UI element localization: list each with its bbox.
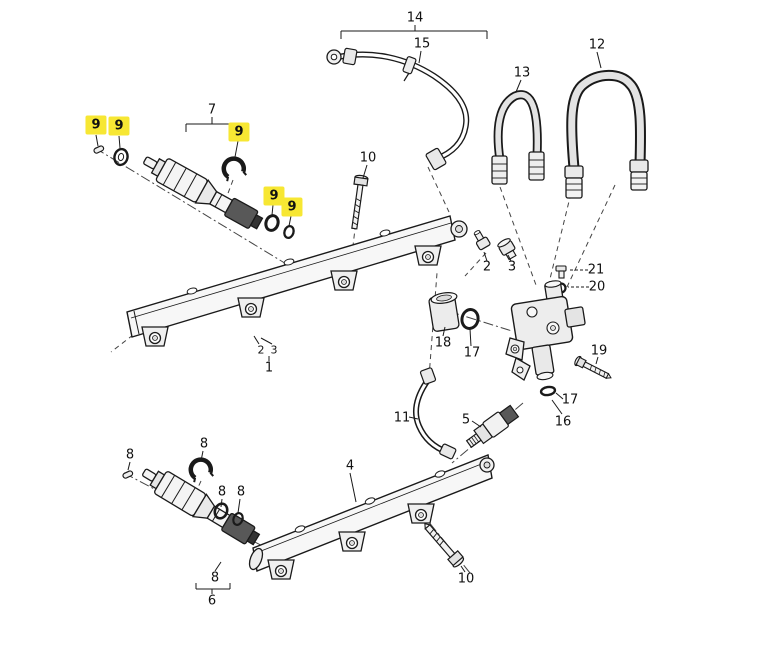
leader-lines: [95, 25, 602, 594]
pipe-clamp: [402, 56, 417, 82]
cap-18: [428, 292, 460, 332]
callout-13[interactable]: 13: [513, 65, 531, 81]
rail-mounting-lug: [414, 245, 442, 266]
valve-part-2: [473, 230, 491, 251]
callout-18[interactable]: 18: [434, 335, 452, 351]
callout-4[interactable]: 4: [345, 458, 355, 474]
rail-mounting-lug: [267, 559, 295, 580]
callout-9-e[interactable]: 9: [281, 197, 303, 217]
callout-8-d[interactable]: 8: [236, 484, 246, 500]
callout-11[interactable]: 11: [393, 410, 411, 426]
callout-1[interactable]: 1: [264, 360, 274, 376]
fuel-hose-12: [564, 69, 649, 199]
callout-8-e[interactable]: 8: [210, 570, 220, 586]
injector-retaining-clip-upper: [222, 156, 247, 181]
callout-3-small[interactable]: 3: [270, 343, 278, 357]
o-ring-17-upper: [460, 308, 480, 330]
hose-fitting: [439, 443, 457, 460]
callout-8-b[interactable]: 8: [199, 436, 209, 452]
hose-fitting: [564, 165, 584, 179]
callout-17-lower[interactable]: 17: [561, 392, 579, 408]
rail-mounting-lug: [237, 297, 265, 318]
hose-fitting: [491, 155, 508, 185]
lower-fuel-rail: [248, 454, 495, 580]
callout-12[interactable]: 12: [588, 37, 606, 53]
callout-2-small[interactable]: 2: [257, 343, 265, 357]
hose-fitting: [528, 151, 545, 181]
screw-19: [574, 355, 612, 379]
valve-cap-21: [555, 265, 567, 279]
callout-20[interactable]: 20: [588, 279, 606, 295]
valve-part-3: [497, 238, 517, 261]
fuel-hose-11: [413, 367, 457, 460]
pressure-regulator: [505, 280, 586, 381]
callout-15[interactable]: 15: [413, 36, 431, 52]
callout-2[interactable]: 2: [482, 259, 492, 275]
callout-14[interactable]: 14: [406, 10, 424, 26]
callout-8-a[interactable]: 8: [125, 447, 135, 463]
callout-3[interactable]: 3: [507, 259, 517, 275]
callout-19[interactable]: 19: [590, 343, 608, 359]
injector-upper-seals: [93, 145, 295, 240]
sensor-5: [465, 404, 520, 449]
bolt-lower: [424, 523, 465, 568]
callout-17-upper[interactable]: 17: [463, 345, 481, 361]
injector-lower-seals: [122, 470, 244, 526]
callout-7[interactable]: 7: [207, 102, 217, 118]
pipe-end-fitting: [425, 147, 447, 171]
hose-fitting: [419, 367, 437, 385]
callout-9-b[interactable]: 9: [108, 116, 130, 136]
fuel-pipe-14: [326, 47, 470, 171]
callout-9-a[interactable]: 9: [85, 115, 107, 135]
bolt-upper: [351, 174, 369, 230]
rail-mounting-lug: [330, 270, 358, 291]
callout-8-c[interactable]: 8: [217, 484, 227, 500]
callout-10-upper[interactable]: 10: [359, 150, 377, 166]
injector-retaining-clip-lower: [189, 457, 214, 482]
callout-9-c[interactable]: 9: [228, 122, 250, 142]
hose-fitting: [629, 159, 649, 173]
callout-5[interactable]: 5: [461, 412, 471, 428]
injector-upper: [138, 147, 267, 236]
rail-mounting-lug: [338, 531, 366, 552]
callout-6[interactable]: 6: [207, 593, 217, 609]
injector-lower: [136, 460, 264, 552]
upper-fuel-rail: [126, 215, 468, 347]
fuel-hose-13: [491, 90, 545, 185]
callout-16[interactable]: 16: [554, 414, 572, 430]
callout-9-d[interactable]: 9: [263, 186, 285, 206]
o-ring-17-lower: [539, 385, 557, 397]
rail-mounting-lug: [141, 326, 169, 347]
rail-mounting-lug: [407, 503, 435, 524]
callout-10-lower[interactable]: 10: [457, 571, 475, 587]
callout-21[interactable]: 21: [587, 262, 605, 278]
